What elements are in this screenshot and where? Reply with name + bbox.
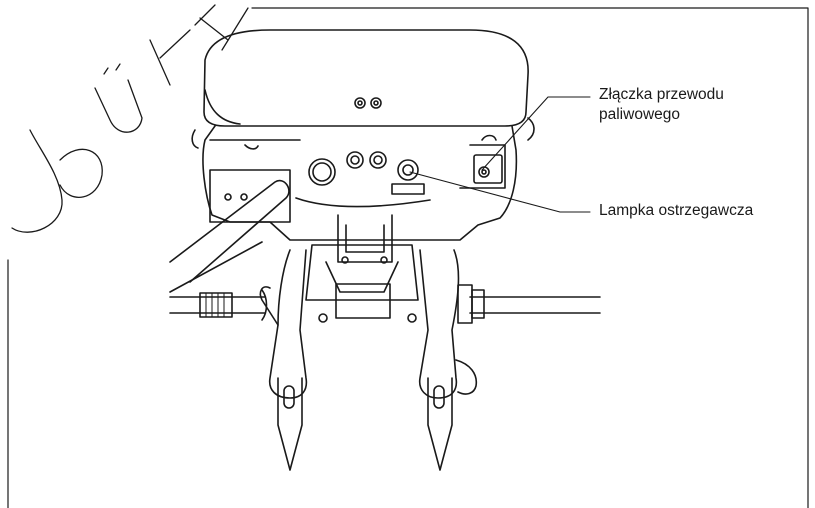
left-clamp-arm bbox=[268, 249, 308, 399]
engine-cowling bbox=[203, 29, 529, 127]
fuel-connector-label-line1: Złączka przewodu bbox=[599, 86, 724, 103]
knob-left bbox=[308, 158, 336, 186]
lower-cowling bbox=[202, 125, 518, 241]
left-clamp-screw bbox=[277, 377, 303, 471]
mounting-bracket bbox=[305, 244, 419, 301]
warning-lamp bbox=[397, 159, 419, 181]
fuel-connector-leader bbox=[481, 96, 591, 171]
warning-lamp-label-text: Lampka ostrzegawcza bbox=[599, 202, 754, 219]
fuel-connector-label: Złączka przewodu paliwowego bbox=[599, 85, 724, 125]
control-box bbox=[209, 169, 291, 223]
fuel-connector-label-line2: paliwowego bbox=[599, 106, 680, 123]
figure-frame bbox=[7, 7, 809, 508]
hose bbox=[169, 179, 290, 283]
right-clamp-screw bbox=[427, 377, 453, 471]
warning-lamp-label: Lampka ostrzegawcza bbox=[599, 201, 753, 221]
right-clamp-arm bbox=[418, 249, 460, 399]
right-shaft bbox=[469, 296, 601, 314]
watermark-letters bbox=[11, 4, 249, 233]
fuel-connector bbox=[473, 154, 503, 184]
warning-lamp-leader bbox=[409, 171, 591, 213]
